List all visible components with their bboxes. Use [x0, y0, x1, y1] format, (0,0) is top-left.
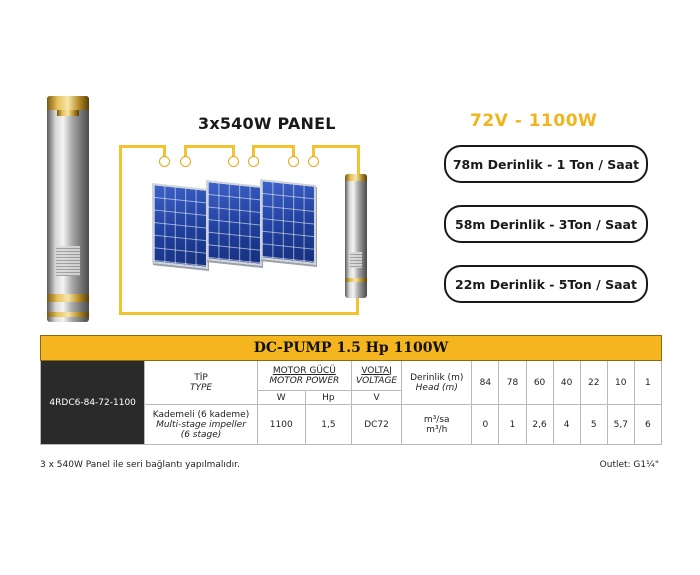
flow-value: 1: [498, 404, 527, 445]
panel-title: 3x540W PANEL: [198, 114, 336, 133]
pump-small-illustration: [345, 174, 367, 298]
type-header: TİP TYPE: [144, 360, 258, 405]
flow-value: 5: [579, 404, 608, 445]
head-value: 10: [606, 360, 635, 405]
outlet-spec: Outlet: G1¼": [599, 460, 659, 470]
head-value: 1: [633, 360, 663, 405]
power-w-value: 1100: [256, 404, 306, 445]
voltage-value: DC72: [350, 404, 403, 445]
performance-pill-3: 22m Derinlik - 5Ton / Saat: [444, 265, 648, 303]
spec-table: DC-PUMP 1.5 Hp 1100W 4RDC6-84-72-1100 Tİ…: [39, 335, 663, 445]
flow-value: 2,6: [525, 404, 554, 445]
head-value: 40: [552, 360, 581, 405]
unit-w: W: [256, 390, 306, 405]
head-header: Derinlik (m) Head (m): [401, 360, 473, 405]
unit-hp: Hp: [304, 390, 352, 405]
flow-value: 5,7: [606, 404, 635, 445]
performance-pill-1: 78m Derinlik - 1 Ton / Saat: [444, 145, 648, 183]
performance-pill-2: 58m Derinlik - 3Ton / Saat: [444, 205, 648, 243]
head-value: 22: [579, 360, 608, 405]
solar-panel-2: [206, 180, 262, 266]
motor-header: MOTOR GÜCÜ MOTOR POWER: [256, 360, 352, 391]
head-value: 60: [525, 360, 554, 405]
pump-large-illustration: [47, 96, 89, 338]
unit-v: V: [350, 390, 403, 405]
voltage-header: VOLTAJ VOLTAGE: [350, 360, 403, 391]
table-title: DC-PUMP 1.5 Hp 1100W: [40, 335, 662, 361]
type-value: Kademeli (6 kademe) Multi-stage impeller…: [144, 404, 258, 445]
head-value: 84: [471, 360, 500, 405]
model-code: 4RDC6-84-72-1100: [39, 360, 146, 445]
flow-value: 4: [552, 404, 581, 445]
solar-panel-3: [260, 179, 316, 265]
solar-panel-1: [152, 183, 208, 269]
footer-note: 3 x 540W Panel ile seri bağlantı yapılma…: [40, 460, 240, 470]
flow-value: 0: [471, 404, 500, 445]
voltage-title: 72V - 1100W: [470, 111, 598, 131]
flow-value: 6: [633, 404, 663, 445]
power-hp-value: 1,5: [304, 404, 352, 445]
head-value: 78: [498, 360, 527, 405]
flow-header: m³/sa m³/h: [401, 404, 473, 445]
